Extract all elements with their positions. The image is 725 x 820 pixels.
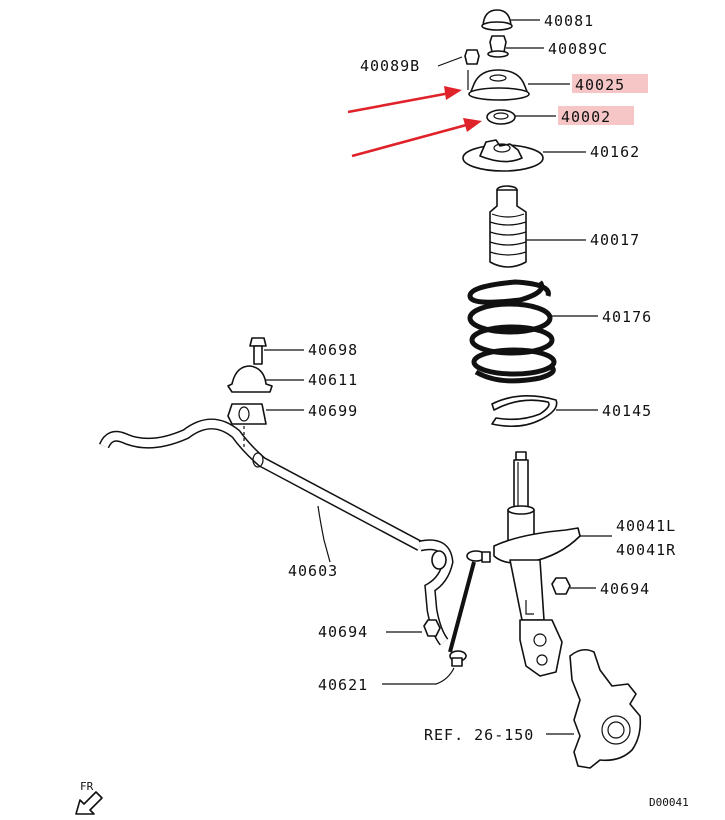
- label-40699[interactable]: 40699: [308, 402, 358, 420]
- label-40611[interactable]: 40611: [308, 371, 358, 389]
- label-40089c[interactable]: 40089C: [548, 40, 608, 58]
- label-40162[interactable]: 40162: [590, 143, 640, 161]
- front-arrow-icon: [75, 791, 103, 815]
- stab-bracket: [227, 365, 273, 393]
- label-40694-link[interactable]: 40694: [318, 623, 368, 641]
- bump-boot: [489, 185, 527, 268]
- label-40698[interactable]: 40698: [308, 341, 358, 359]
- highlight-arrows: [347, 86, 482, 158]
- label-40002[interactable]: 40002: [561, 108, 611, 126]
- highlight-40025: [572, 74, 648, 93]
- label-40176[interactable]: 40176: [602, 308, 652, 326]
- label-40017[interactable]: 40017: [590, 231, 640, 249]
- top-nut-cap: [481, 9, 513, 31]
- steering-knuckle: [569, 648, 642, 769]
- stabilizer-bar: [98, 418, 454, 646]
- label-40041l[interactable]: 40041L: [616, 517, 676, 535]
- label-40603[interactable]: 40603: [288, 562, 338, 580]
- label-40621[interactable]: 40621: [318, 676, 368, 694]
- mount-nut: [464, 49, 480, 65]
- spring-pad: [491, 395, 558, 428]
- label-40025[interactable]: 40025: [575, 76, 625, 94]
- label-40694-strut[interactable]: 40694: [600, 580, 650, 598]
- spring-seat: [462, 139, 544, 172]
- front-direction-indicator: FR: [75, 780, 103, 815]
- highlight-40002: [558, 106, 634, 125]
- direction-label: FR: [80, 780, 94, 793]
- label-ref-26-150[interactable]: REF. 26-150: [424, 726, 534, 744]
- stab-bushing: [227, 403, 267, 425]
- label-40041r[interactable]: 40041R: [616, 541, 676, 559]
- leader-lines: [264, 19, 612, 735]
- label-40081[interactable]: 40081: [544, 12, 594, 30]
- label-40145[interactable]: 40145: [602, 402, 652, 420]
- label-40089b[interactable]: 40089B: [360, 57, 420, 75]
- link-nut: [423, 619, 441, 637]
- stab-bolt: [249, 337, 267, 365]
- flange-nut: [487, 35, 509, 58]
- stab-link: [448, 550, 491, 667]
- coil-spring: [467, 279, 557, 384]
- strut-mount: [467, 69, 530, 101]
- strut-assembly: [493, 451, 581, 677]
- strut-bolt-nut: [551, 577, 571, 595]
- bearing: [486, 109, 516, 125]
- diagram-code: D00041: [649, 796, 689, 809]
